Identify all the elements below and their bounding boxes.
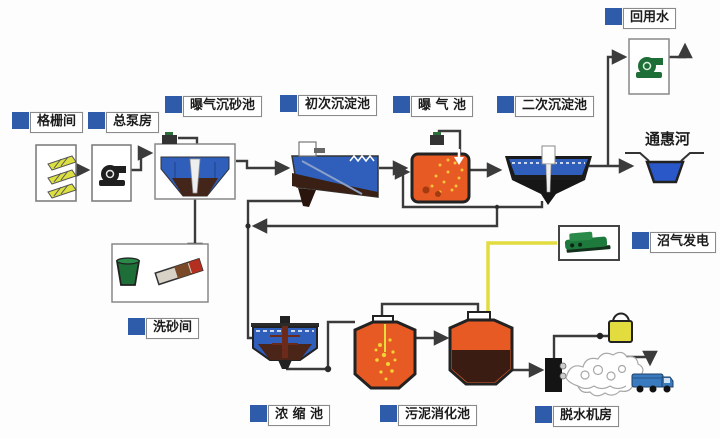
label-dewatering-room: 脱水机房 (535, 406, 620, 427)
label-marker (605, 8, 622, 25)
aeration-bubbles (430, 158, 464, 194)
aerated-grit-chamber (154, 132, 236, 200)
label-biogas-power: 沼气发电 (632, 232, 717, 253)
label-secondary-sedimentation-tank: 二次沉淀池 (497, 96, 595, 117)
river-water (645, 160, 685, 184)
label-marker (280, 95, 297, 112)
dewatering-area (545, 312, 674, 397)
label-marker (165, 96, 182, 113)
primary-hopper (298, 188, 316, 207)
label-grate-room: 格栅间 (12, 112, 84, 133)
label-marker (380, 405, 397, 422)
label-text: 格栅间 (30, 112, 84, 133)
label-text: 总泵房 (106, 112, 160, 133)
label-sand-washing-room: 洗砂间 (128, 318, 200, 339)
label-main-pump-house: 总泵房 (88, 112, 160, 133)
sand-washing-room (111, 243, 209, 303)
label-marker (12, 112, 29, 129)
label-tonghui-river: 通惠河 (645, 130, 691, 148)
label-marker (128, 318, 145, 335)
pipe-junctions (245, 204, 500, 373)
grit-funnel-icon (189, 158, 201, 194)
label-primary-sedimentation-tank: 初次沉淀池 (280, 95, 378, 116)
pipe-thickener-out (286, 320, 355, 371)
inlet-down-arrow (454, 149, 464, 165)
label-text: 初次沉淀池 (298, 95, 378, 116)
river-channel-icon (625, 152, 704, 184)
label-marker (250, 405, 267, 422)
digester2-sludge (452, 350, 510, 382)
pipe-return-sludge (394, 164, 544, 209)
label-text: 沼气发电 (650, 232, 717, 253)
pipe-junction-to-reuse-pump (606, 49, 628, 166)
generator-icon (564, 231, 611, 253)
label-text: 洗砂间 (146, 318, 200, 339)
secondary-clarifier (505, 145, 592, 205)
label-marker (393, 96, 410, 113)
sludge-digester-1 (353, 315, 417, 390)
pipes (74, 42, 693, 378)
reuse-pump-house (628, 38, 670, 95)
grate-room (35, 144, 77, 202)
label-thickening-tank: 浓 缩 池 (250, 405, 331, 426)
label-text: 污泥消化池 (398, 405, 478, 426)
digester-bubbles (374, 338, 397, 381)
label-marker (632, 232, 649, 249)
dewatering-machine-icon (545, 358, 562, 392)
sludge-truck-icon (631, 373, 674, 393)
pump-icon (99, 165, 126, 186)
aeration-tank (410, 132, 471, 204)
pipe-dewater-polymer (552, 334, 608, 359)
sludge-cake-icon (565, 351, 644, 397)
reuse-pump-icon (636, 57, 663, 78)
thickener-tank (251, 316, 319, 369)
label-marker (535, 406, 552, 423)
sand-classifier-icon (154, 257, 204, 286)
biogas-generator (558, 225, 620, 261)
label-text: 浓 缩 池 (268, 405, 331, 426)
label-aerated-grit-tank: 曝气沉砂池 (165, 96, 263, 117)
sand-bucket-icon (115, 257, 141, 286)
pipe-biogas-to-generator (486, 241, 557, 316)
pipe-digester-gas-link (380, 302, 480, 317)
biogas-line (486, 241, 557, 316)
label-marker (88, 112, 105, 129)
sludge-digester-2 (448, 311, 514, 386)
polymer-tank-icon (608, 312, 633, 343)
pipe-reuse-outlet (669, 42, 693, 59)
label-text: 曝气沉砂池 (183, 96, 263, 117)
primary-sedimentation-tank (291, 141, 379, 207)
scraper-icon (301, 160, 363, 195)
blower-icon (162, 132, 177, 144)
pipe-waste-sludge (251, 207, 499, 234)
blower-icon (430, 132, 444, 145)
bar-screen-icon (47, 155, 77, 199)
label-text: 二次沉淀池 (515, 96, 595, 117)
label-text: 回用水 (623, 8, 677, 29)
label-marker (497, 96, 514, 113)
label-text: 脱水机房 (553, 406, 620, 427)
pipe-grit-to-primary (236, 159, 291, 176)
label-reuse-water: 回用水 (605, 8, 677, 29)
label-aeration-tank: 曝 气 池 (393, 96, 474, 117)
pipe-pump-to-grit (131, 145, 154, 172)
main-pump-house (91, 144, 132, 202)
pipe-primary-sludge (246, 199, 303, 340)
label-text: 曝 气 池 (411, 96, 474, 117)
label-sludge-digestion-tank: 污泥消化池 (380, 405, 478, 426)
